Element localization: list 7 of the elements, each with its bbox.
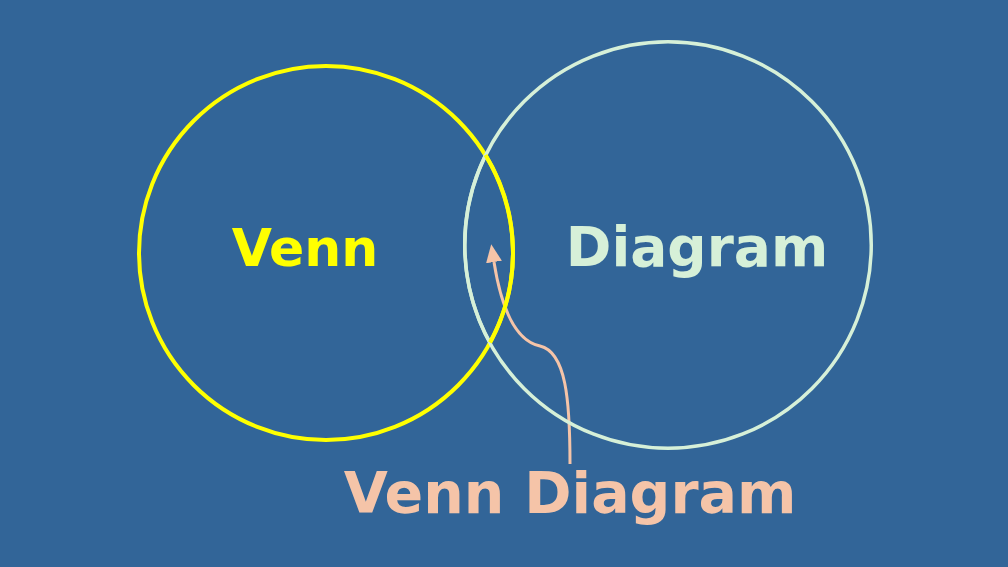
venn-circle	[137, 64, 515, 442]
circle-label: Diagram	[565, 219, 829, 277]
overlap-region	[463, 152, 515, 346]
venn-circle	[463, 40, 873, 450]
annotation-label: Venn Diagram	[343, 464, 797, 524]
leader-arrow	[486, 244, 572, 464]
circle-label: Venn	[231, 220, 379, 276]
